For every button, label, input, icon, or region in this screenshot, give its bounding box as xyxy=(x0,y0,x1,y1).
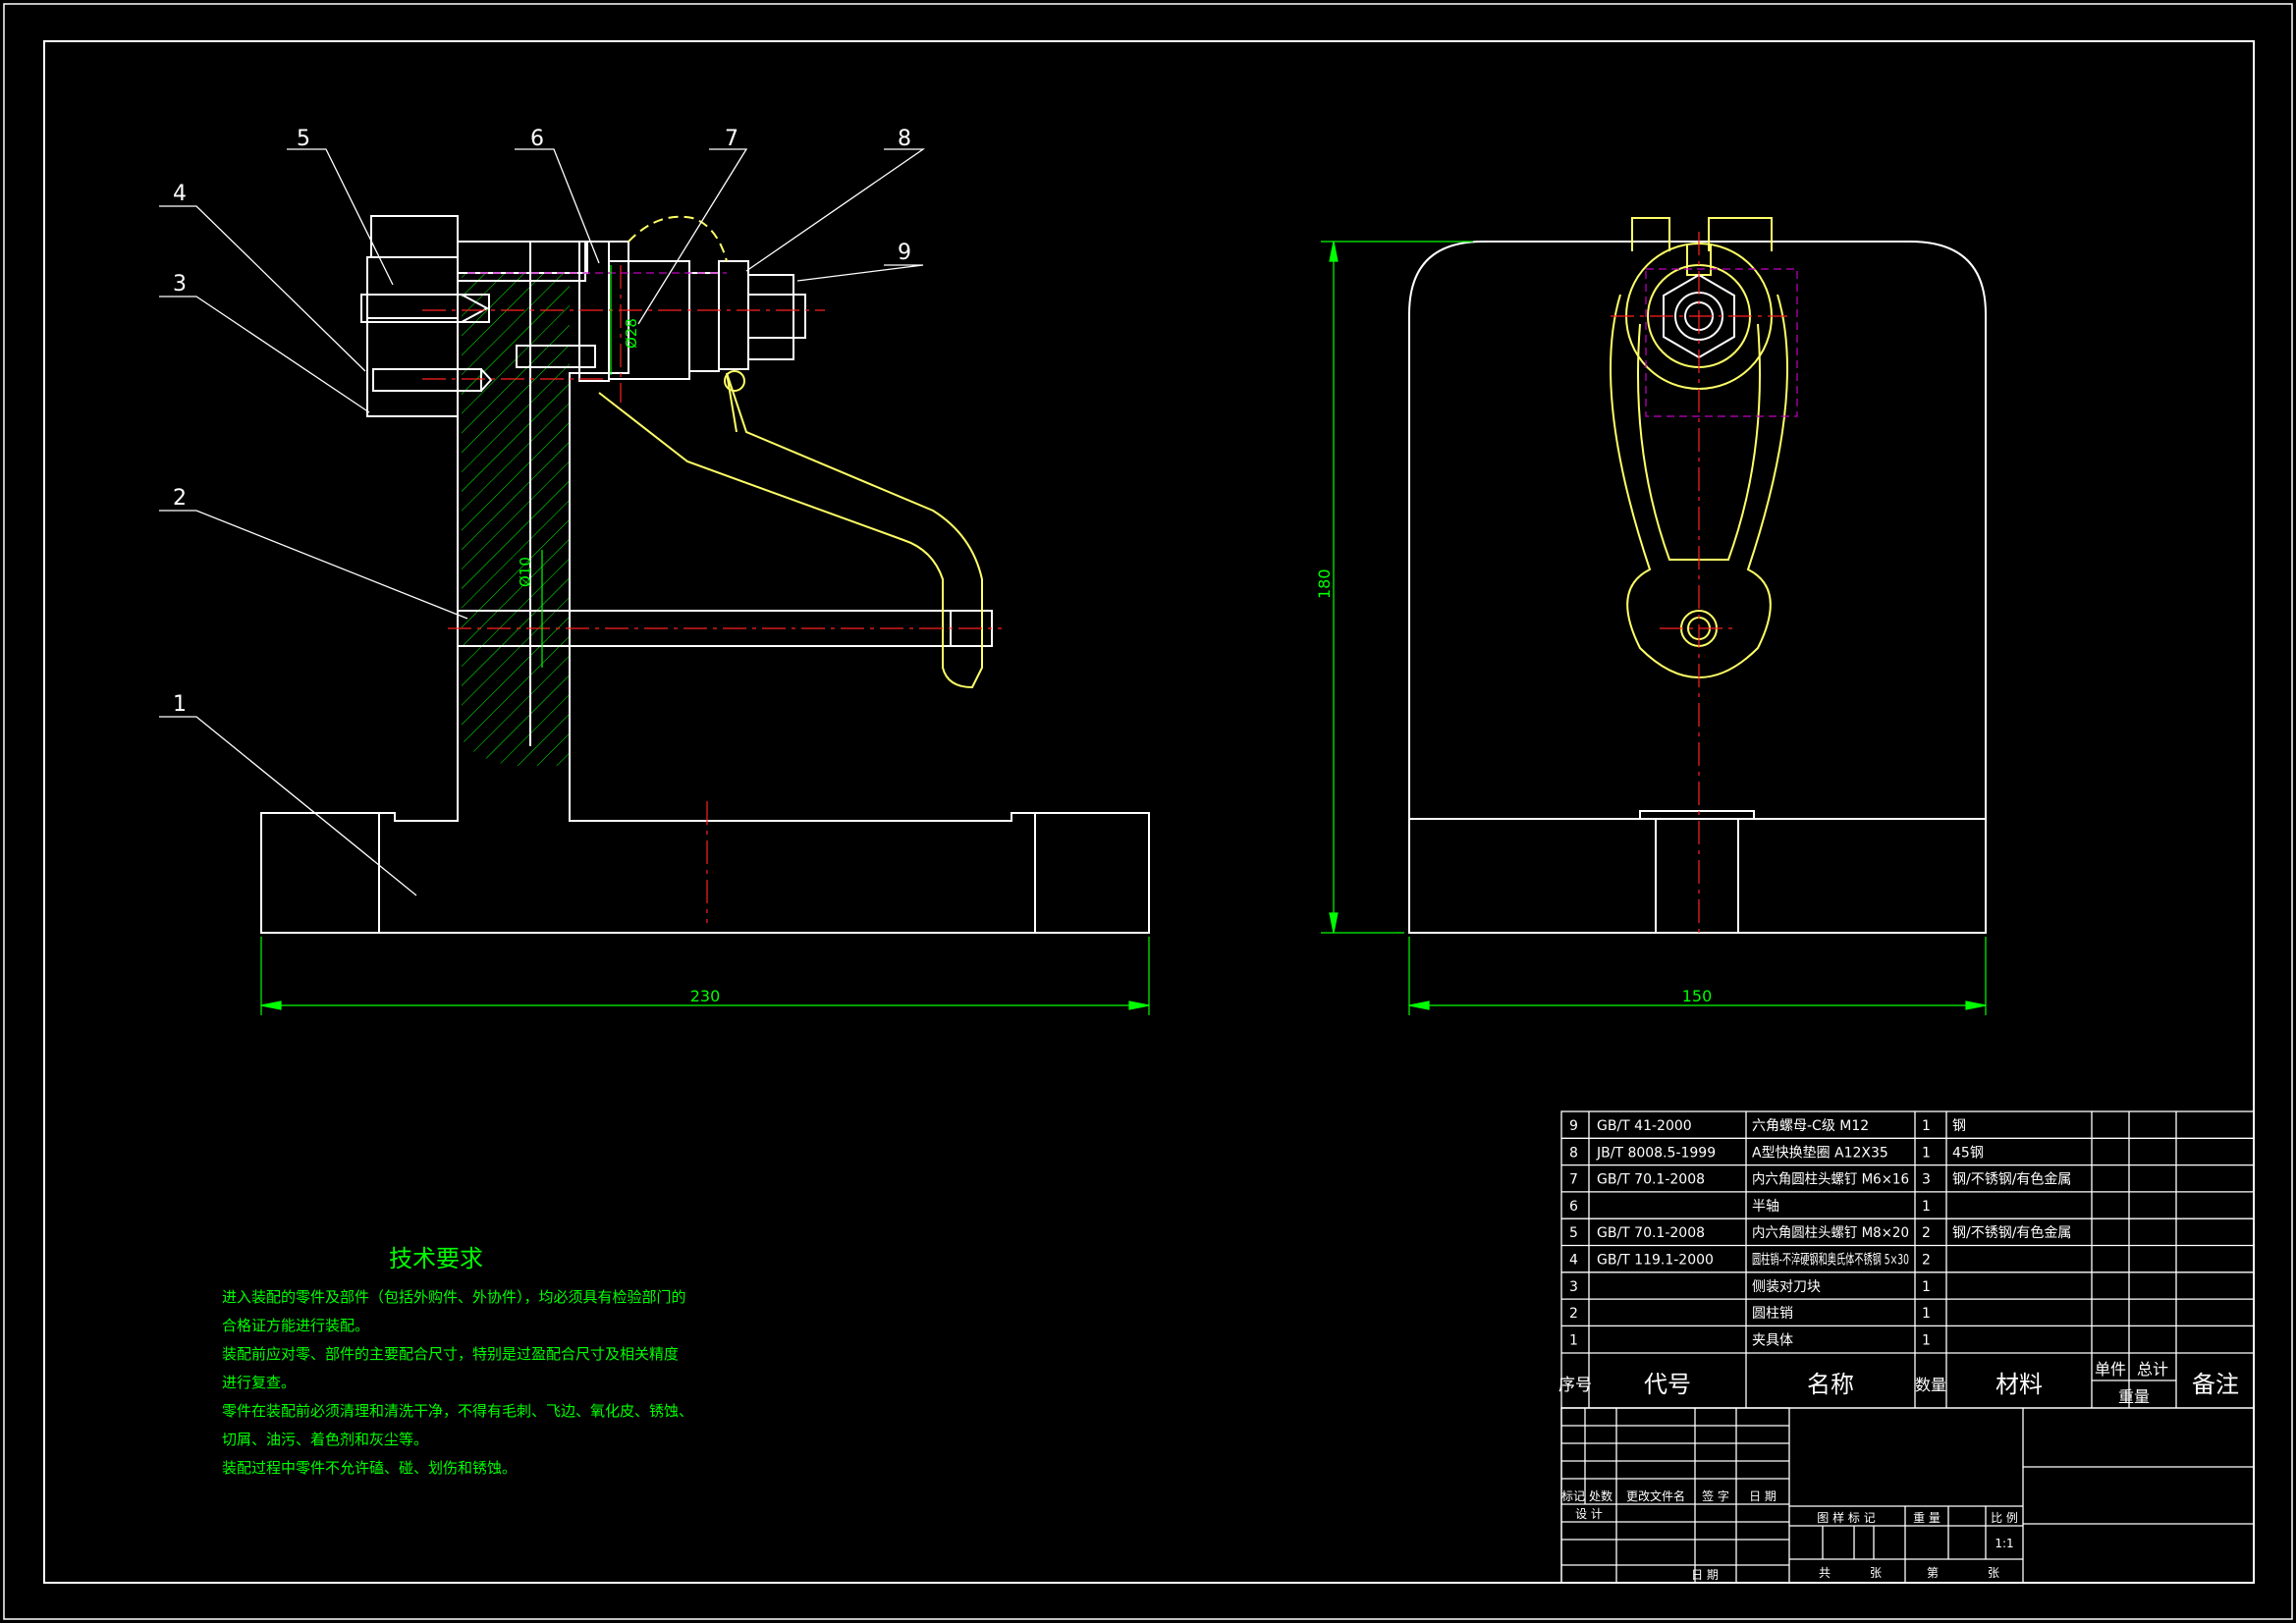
tb-date-2: 日 期 xyxy=(1691,1568,1719,1582)
tb-scale: 比 例 xyxy=(1991,1511,2018,1525)
bom-rows: 9 GB/T 41-2000 六角螺母-C级 M12 1 钢 8 JB/T 8008.5-1… xyxy=(1569,1118,2071,1348)
technical-requirements: 技术要求 进入装配的零件及部件（包括外购件、外协件），均必须具有检验部门的 合格… xyxy=(222,1245,693,1477)
tb-sign: 签 字 xyxy=(1702,1488,1729,1503)
balloon-2: 2 xyxy=(173,486,187,511)
bom-cell-qty: 2 xyxy=(1922,1225,1931,1241)
tb-date: 日 期 xyxy=(1749,1489,1777,1503)
balloon-8: 8 xyxy=(898,127,911,151)
bom-header-unit: 单件 xyxy=(2095,1360,2126,1379)
bom-header-remark: 备注 xyxy=(2192,1371,2239,1398)
notes-line-3: 装配前应对零、部件的主要配合尺寸，特别是过盈配合尺寸及相关精度 xyxy=(222,1345,679,1363)
tb-sheet-no: 第 xyxy=(1927,1566,1939,1580)
tb-mark: 标记 xyxy=(1561,1489,1585,1503)
bom-cell-seq: 9 xyxy=(1569,1118,1578,1134)
bom-cell-qty: 1 xyxy=(1922,1279,1931,1295)
notes-line-7: 装配过程中零件不允许磕、碰、划伤和锈蚀。 xyxy=(222,1459,517,1477)
title-block xyxy=(1560,1407,2255,1584)
bom-cell-qty: 1 xyxy=(1922,1118,1931,1134)
bom-header-weight: 重量 xyxy=(2118,1387,2150,1406)
dim-d10: Ø10 xyxy=(517,557,534,587)
balloon-7: 7 xyxy=(725,127,738,151)
bom-cell-code: GB/T 119.1-2000 xyxy=(1597,1253,1714,1269)
bom-cell-name: 内六角圆柱头螺钉 M6×16 xyxy=(1752,1172,1909,1188)
notes-line-4: 进行复查。 xyxy=(222,1374,296,1391)
balloon-1: 1 xyxy=(173,692,187,717)
dim-d28: Ø28 xyxy=(623,318,640,349)
tb-total-sheets: 共 xyxy=(1819,1566,1831,1580)
balloon-5: 5 xyxy=(297,127,310,151)
balloon-9: 9 xyxy=(898,241,911,265)
tb-sheet-of: 张 xyxy=(1988,1566,1999,1580)
bom-cell-material: 45钢 xyxy=(1952,1145,1984,1161)
bom-cell-name: 夹具体 xyxy=(1752,1332,1793,1348)
dim-side-width: 150 xyxy=(1682,987,1713,1005)
balloon-leaders xyxy=(159,148,926,896)
bom-cell-seq: 5 xyxy=(1569,1225,1578,1241)
bom-cell-material: 钢 xyxy=(1952,1118,1966,1134)
bom-cell-seq: 2 xyxy=(1569,1306,1578,1322)
dim-side-height: 180 xyxy=(1315,568,1334,599)
balloon-3: 3 xyxy=(173,272,187,297)
bom-cell-seq: 7 xyxy=(1569,1172,1578,1188)
bom-cell-name: A型快换垫圈 A12X35 xyxy=(1752,1144,1888,1161)
bom-cell-name: 圆柱销 xyxy=(1752,1306,1793,1322)
bom-cell-qty: 3 xyxy=(1922,1172,1931,1188)
bom-cell-seq: 8 xyxy=(1569,1145,1578,1161)
tb-design: 设 计 xyxy=(1575,1507,1603,1521)
bom-cell-qty: 1 xyxy=(1922,1145,1931,1161)
tb-scale-value: 1:1 xyxy=(1995,1537,2013,1550)
front-view: Ø28 Ø10 230 xyxy=(260,215,1150,1015)
bom-cell-name: 内六角圆柱头螺钉 M8×20 xyxy=(1752,1225,1909,1241)
bom-cell-code: GB/T 41-2000 xyxy=(1597,1118,1692,1134)
bom-cell-seq: 6 xyxy=(1569,1199,1578,1215)
dim-front-width: 230 xyxy=(690,987,721,1005)
bom-cell-seq: 3 xyxy=(1569,1279,1578,1295)
bom-header-name: 名称 xyxy=(1807,1371,1854,1398)
bill-of-materials xyxy=(1560,1110,2255,1409)
bom-header-total: 总计 xyxy=(2137,1360,2168,1379)
tb-count: 处数 xyxy=(1589,1488,1613,1503)
bom-cell-material: 钢/不锈钢/有色金属 xyxy=(1952,1171,2071,1188)
notes-line-6: 切屑、油污、着色剂和灰尘等。 xyxy=(222,1431,428,1448)
balloon-6: 6 xyxy=(530,127,544,151)
bom-header: 序号 代号 名称 数量 材料 单件 总计 重量 备注 xyxy=(1558,1360,2239,1406)
balloon-numbers: 5 4 3 6 7 8 9 2 1 xyxy=(173,127,911,717)
bom-cell-name: 半轴 xyxy=(1752,1199,1779,1215)
bom-cell-qty: 1 xyxy=(1922,1199,1931,1215)
bom-cell-qty: 1 xyxy=(1922,1306,1931,1322)
bom-cell-name: 圆柱销-不淬硬钢和奥氏体不锈钢 5×30 xyxy=(1752,1252,1909,1269)
tb-stage: 图 样 标 记 xyxy=(1817,1510,1875,1525)
bom-cell-name: 侧装对刀块 xyxy=(1752,1279,1821,1295)
bom-cell-qty: 2 xyxy=(1922,1253,1931,1269)
notes-title: 技术要求 xyxy=(389,1245,483,1272)
bom-cell-seq: 4 xyxy=(1569,1253,1578,1269)
sheet-borders xyxy=(3,3,2293,1620)
notes-line-2: 合格证方能进行装配。 xyxy=(222,1317,369,1334)
bom-cell-material: 钢/不锈钢/有色金属 xyxy=(1952,1224,2071,1241)
bom-cell-seq: 1 xyxy=(1569,1332,1578,1348)
bom-header-material: 材料 xyxy=(1995,1371,2043,1398)
side-view: 150 180 xyxy=(1315,217,1987,1015)
tb-weight: 重 量 xyxy=(1913,1511,1941,1525)
tb-change-doc: 更改文件名 xyxy=(1626,1488,1685,1503)
title-block-labels: 标记 处数 更改文件名 签 字 日 期 设 计 日 期 图 样 标 记 重 量 … xyxy=(1561,1488,2018,1582)
bom-header-qty: 数量 xyxy=(1915,1376,1946,1394)
notes-line-5: 零件在装配前必须清理和清洗干净，不得有毛刺、飞边、氧化皮、锈蚀、 xyxy=(222,1402,693,1420)
bom-cell-code: JB/T 8008.5-1999 xyxy=(1596,1145,1716,1161)
bom-cell-qty: 1 xyxy=(1922,1332,1931,1348)
balloon-4: 4 xyxy=(173,182,187,206)
bom-cell-name: 六角螺母-C级 M12 xyxy=(1752,1118,1869,1134)
bom-cell-code: GB/T 70.1-2008 xyxy=(1597,1225,1705,1241)
notes-line-1: 进入装配的零件及部件（包括外购件、外协件），均必须具有检验部门的 xyxy=(222,1288,686,1306)
bom-header-code: 代号 xyxy=(1644,1371,1691,1398)
bom-header-seq: 序号 xyxy=(1558,1376,1592,1395)
bom-cell-code: GB/T 70.1-2008 xyxy=(1597,1172,1705,1188)
tb-sheets: 张 xyxy=(1870,1566,1882,1580)
